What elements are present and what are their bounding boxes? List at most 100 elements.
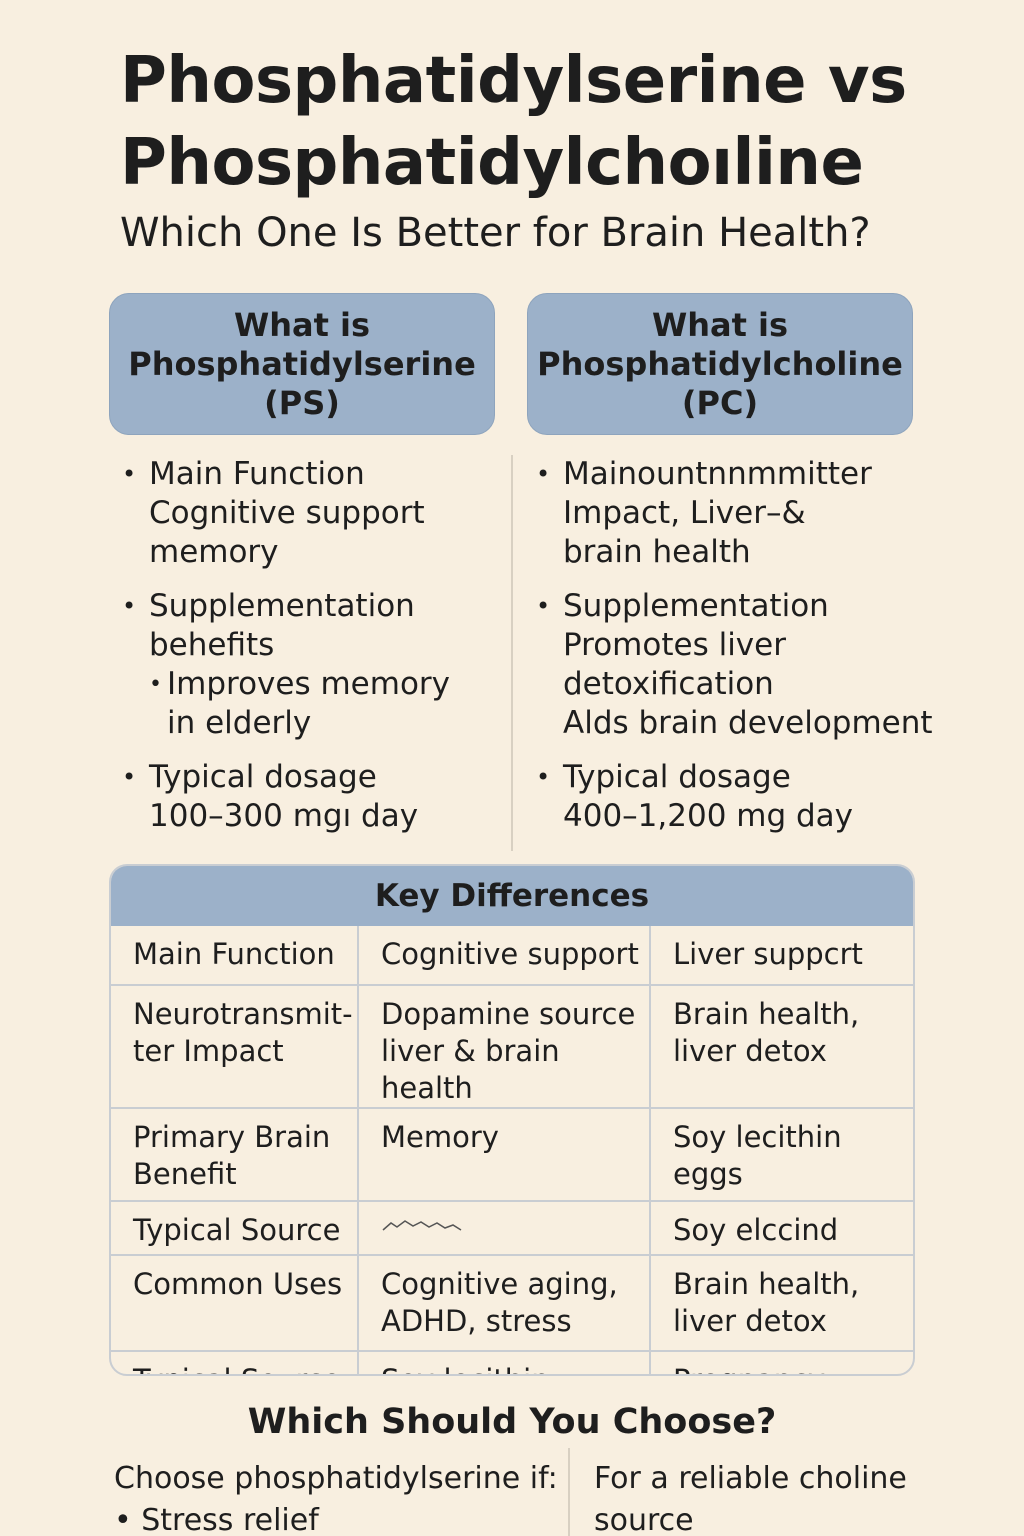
table-cell-line: Soy lecithin	[673, 1120, 842, 1154]
ps-header-line-3: (PS)	[264, 383, 340, 422]
table-row: Main Function Cognitive support Liver supp…	[111, 926, 913, 986]
choose-divider	[568, 1448, 570, 1536]
title-line-2: Phosphatidylchoıline	[120, 126, 864, 200]
table-cell-line: Typical Source	[133, 1362, 357, 1374]
ps-header-box: What is Phosphatidylserine (PS)	[109, 293, 495, 435]
ps-bullet-line: Supplementation	[149, 588, 415, 624]
table-cell-line: liver & brain health	[381, 1034, 560, 1105]
table-cell-c2	[358, 1201, 651, 1256]
table-cell-line: Brain health,	[673, 997, 860, 1031]
pc-bullet-line: brain health	[563, 534, 751, 570]
table-cell-c1: Typical Source	[111, 1351, 359, 1374]
pc-bullet-line: Alds brain development	[563, 705, 933, 741]
table-cell-line: Main Function	[133, 937, 335, 971]
choose-heading: Which Should You Choose?	[247, 1402, 777, 1442]
bullet-dot-icon: •	[536, 763, 551, 791]
pc-header-line-1: What is	[651, 305, 789, 344]
pc-bullet-line: Typical dosage	[563, 759, 791, 795]
table-cell-line: Cognitive support	[381, 937, 639, 971]
table-cell-line: liver detox	[673, 1304, 827, 1338]
table-cell-line: Liver suppcrt	[673, 937, 863, 971]
pc-bullet-line: Impact, Liver–&	[563, 495, 806, 531]
ps-bullet-line: 100–300 mgı day	[149, 798, 419, 834]
table-cell-line: Soy lecithin	[381, 1362, 649, 1374]
sub-bullet-dot-icon: •	[149, 672, 162, 697]
table-cell-c2: Cognitive aging,ADHD, stress	[358, 1255, 651, 1352]
table-cell-c2: Soy lecithin	[358, 1351, 651, 1374]
table-row: Typical Source Soy elccind	[111, 1201, 913, 1256]
table-cell-c3: Pregnancy	[650, 1351, 913, 1374]
ps-header-line-1: What is	[233, 305, 371, 344]
bullet-dot-icon: •	[122, 460, 137, 488]
ps-bullet-line: Cognitive support	[149, 495, 425, 531]
bullet-dot-icon: •	[122, 592, 137, 620]
table-title: Key Differences	[111, 866, 913, 926]
choose-right-line-2: source	[594, 1503, 694, 1536]
pc-bullet-line: 400–1,200 mg day	[563, 798, 854, 834]
table-cell-line: Common Uses	[133, 1267, 343, 1301]
bullet-dot-icon: •	[536, 460, 551, 488]
table-cell-c2: Memory	[358, 1108, 651, 1202]
bullet-dot-icon: •	[114, 1503, 142, 1536]
table-cell-line: Typical Source	[133, 1213, 341, 1247]
ps-sub-bullet-line: Improves memory	[167, 666, 450, 702]
pc-bullet-line: detoxification	[563, 666, 774, 702]
ps-bullet-line: behefits	[149, 627, 275, 663]
pc-bullet-line: Mainountnnmmitter	[563, 456, 872, 492]
ps-sub-bullet-line: in elderly	[167, 705, 312, 741]
choose-left-column: Choose phosphatidylserine if: • Stress r…	[114, 1458, 564, 1536]
choose-right-column: For a reliable choline source	[594, 1458, 994, 1536]
table-cell-c3: Soy elccind	[650, 1201, 913, 1256]
title-line-1: Phosphatidylserine vs	[120, 44, 907, 118]
table-cell-line: Cognitive aging,	[381, 1267, 618, 1301]
table-cell-c3: Liver suppcrt	[650, 926, 913, 986]
table-cell-c1: Main Function	[111, 926, 359, 986]
ps-header-line-2: Phosphatidylserine	[128, 344, 476, 383]
choose-right-line-1: For a reliable choline	[594, 1461, 907, 1496]
column-divider	[511, 455, 513, 851]
pc-bullet-line: Promotes liver	[563, 627, 786, 663]
table-cell-c1: Neurotransmit-ter Impact	[111, 985, 359, 1109]
pc-header-box: What is Phosphatidylcholine (PC)	[527, 293, 913, 435]
table-cell-line: ter Impact	[133, 1034, 284, 1068]
table-cell-c3: Brain health,liver detox	[650, 1255, 913, 1352]
table-cell-line: Neurotransmit-	[133, 997, 353, 1031]
bullet-dot-icon: •	[536, 592, 551, 620]
differences-grid: Main Function Cognitive support Liver supp…	[111, 926, 913, 1374]
pc-bullet-line: Supplementation	[563, 588, 829, 624]
table-cell-line: Pregnancy	[673, 1362, 913, 1374]
table-cell-line: Soy elccind	[673, 1213, 839, 1247]
key-differences-table: Key Differences Main Function Cognitive s…	[109, 864, 915, 1376]
choose-left-list: • Stress relief	[114, 1500, 564, 1536]
bullet-dot-icon: •	[122, 763, 137, 791]
table-cell-c1: Typical Source	[111, 1201, 359, 1256]
table-cell-c2: Cognitive support	[358, 926, 651, 986]
table-cell-line: eggs	[673, 1157, 743, 1191]
table-cell-line: Memory	[381, 1120, 499, 1154]
ps-bullet-line: Typical dosage	[149, 759, 377, 795]
table-cell-line: Primary Brain	[133, 1120, 331, 1154]
page-subtitle: Which One Is Better for Brain Health?	[120, 210, 871, 256]
table-cell-line: ADHD, stress	[381, 1304, 572, 1338]
pc-header-line-3: (PC)	[681, 383, 759, 422]
table-cell-line: Benefit	[133, 1157, 237, 1191]
